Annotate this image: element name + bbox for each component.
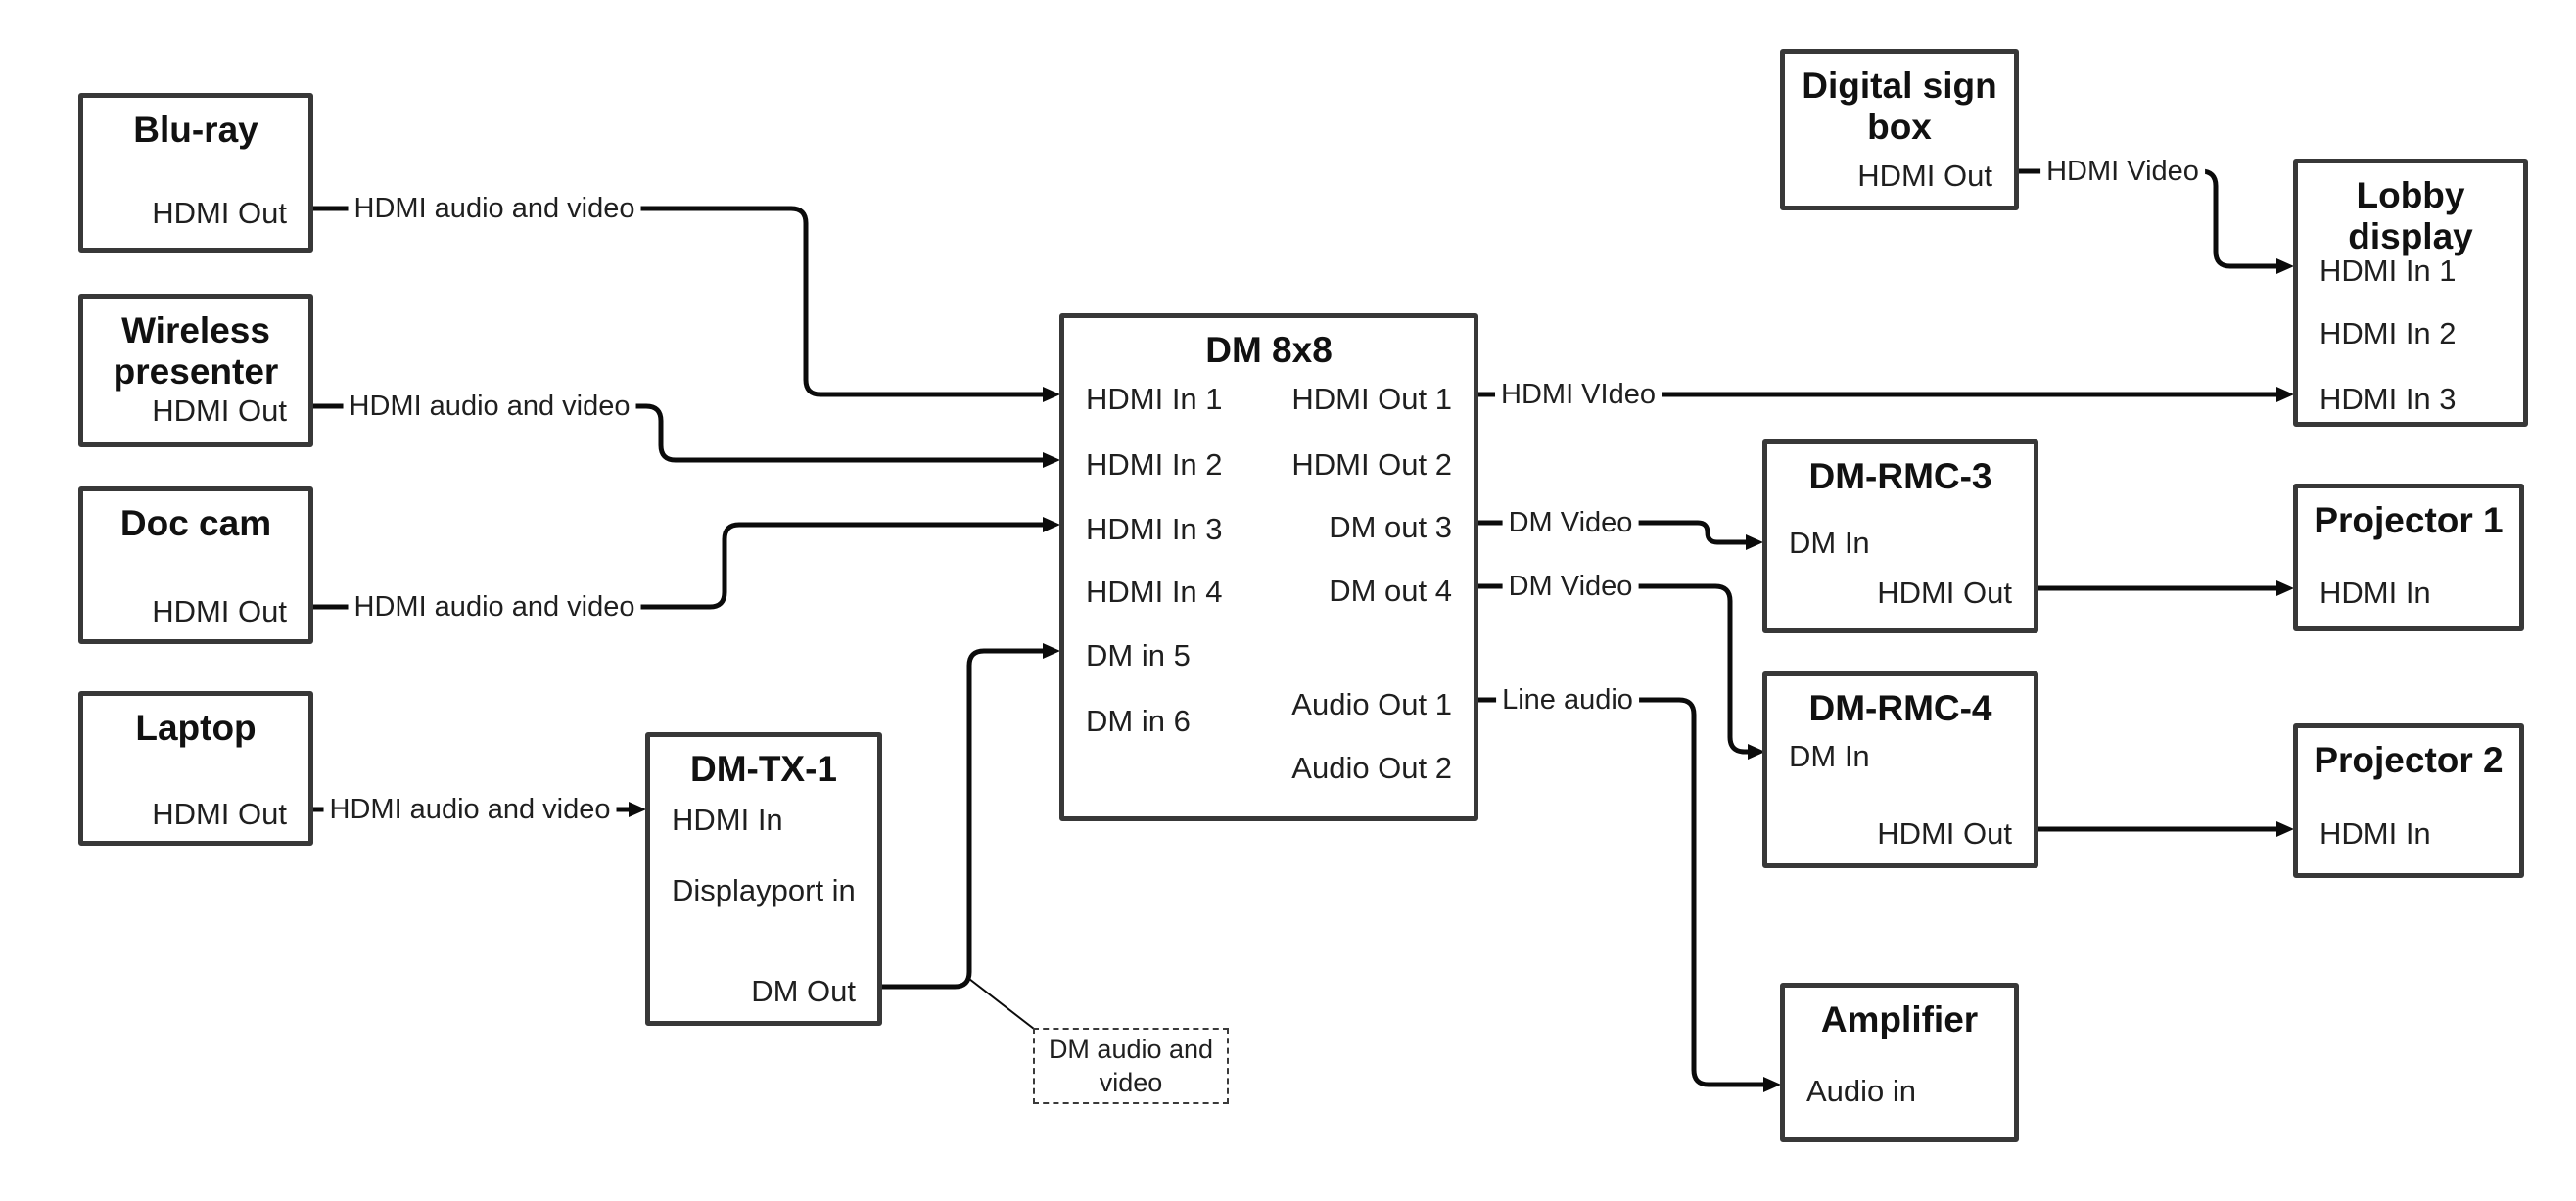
port-dm-rmc-3-hdmi-out: HDMI Out [1877,576,2012,610]
wire-label-hdmi-audio-and-video-2: HDMI audio and video [348,590,641,624]
node-title-laptop: Laptop [135,708,257,748]
node-projector-1[interactable]: Projector 1 HDMI In [2293,484,2524,631]
wire-label-line-audio-7: Line audio [1496,683,1639,716]
port-dm-tx-1-dm-out: DM Out [751,974,856,1008]
port-dm-8x8-hdmi-in-1: HDMI In 1 [1086,382,1223,416]
port-projector-2-hdmi-in: HDMI In [2319,816,2431,851]
edge-doc-cam-to-dm8x8-hdmi-in-3 [313,517,1060,610]
wire-label-hdmi-video-8: HDMI Video [2040,155,2205,188]
node-title-projector-1: Projector 1 [2314,500,2504,540]
port-dm-rmc-4-dm-in: DM In [1789,739,1870,773]
node-title-wireless-presenter: Wireless presenter [113,310,279,392]
node-title-dm-8x8: DM 8x8 [1205,330,1333,370]
wire-label-hdmi-audio-and-video-3: HDMI audio and video [323,793,617,826]
node-dm-rmc-4[interactable]: DM-RMC-4 DM In HDMI Out [1762,671,2038,868]
port-dm-tx-1-hdmi-in: HDMI In [672,803,783,837]
node-title-lobby-display: Lobby display [2348,175,2473,256]
port-dm-8x8-audio-out-2: Audio Out 2 [1291,751,1452,785]
node-title-projector-2: Projector 2 [2314,740,2504,780]
port-dm-8x8-hdmi-out-2: HDMI Out 2 [1291,447,1452,482]
port-lobby-display-hdmi-in-1: HDMI In 1 [2319,254,2457,288]
edge-dm-tx-1-to-dm8x8-dm-in-5 [882,643,1060,990]
port-dm-8x8-hdmi-in-3: HDMI In 3 [1086,512,1223,546]
node-title-dm-tx-1: DM-TX-1 [689,749,838,789]
port-dm-8x8-hdmi-in-2: HDMI In 2 [1086,447,1223,482]
port-dm-tx-1-displayport-in: Displayport in [672,873,856,907]
port-dm-rmc-3-dm-in: DM In [1789,526,1870,560]
port-doc-cam-hdmi-out: HDMI Out [152,594,287,628]
port-digital-sign-box-hdmi-out: HDMI Out [1857,159,1992,193]
node-title-doc-cam: Doc cam [119,503,272,543]
edge-wireless-to-dm8x8-hdmi-in-2 [313,403,1060,468]
node-projector-2[interactable]: Projector 2 HDMI In [2293,723,2524,878]
port-laptop-hdmi-out: HDMI Out [152,797,287,831]
port-dm-8x8-hdmi-out-1: HDMI Out 1 [1291,382,1452,416]
port-dm-8x8-hdmi-in-4: HDMI In 4 [1086,575,1223,609]
annotation-dm-audio-and-video: DM audio and video [1033,1028,1229,1104]
wire-label-dm-video-6: DM Video [1502,570,1639,603]
port-dm-8x8-dm-out-3: DM out 3 [1329,510,1452,544]
port-lobby-display-hdmi-in-3: HDMI In 3 [2319,382,2457,416]
node-title-amplifier: Amplifier [1820,999,1979,1039]
edge-digital-sign-to-lobby-hdmi-in-1 [2019,168,2294,274]
edge-dm8x8-audio-out-1-to-amplifier [1478,697,1781,1092]
port-projector-1-hdmi-in: HDMI In [2319,576,2431,610]
port-lobby-display-hdmi-in-2: HDMI In 2 [2319,316,2457,350]
edge-dm8x8-dm-out-3-to-dm-rmc-3 [1478,520,1763,550]
port-dm-8x8-dm-out-4: DM out 4 [1329,574,1452,608]
node-title-dm-rmc-3: DM-RMC-3 [1808,456,1992,496]
wire-label-dm-video-5: DM Video [1502,506,1639,539]
edge-dm8x8-dm-out-4-to-dm-rmc-4 [1478,583,1765,760]
port-dm-8x8-dm-in-6: DM in 6 [1086,704,1191,738]
edge-blu-ray-to-dm8x8-hdmi-in-1 [313,206,1060,402]
port-amplifier-audio-in: Audio in [1806,1074,1917,1108]
port-dm-8x8-audio-out-1: Audio Out 1 [1291,687,1452,721]
port-dm-rmc-4-hdmi-out: HDMI Out [1877,816,2012,851]
wire-label-hdmi-video-4: HDMI VIdeo [1495,378,1662,411]
node-title-dm-rmc-4: DM-RMC-4 [1808,688,1992,728]
port-dm-8x8-dm-in-5: DM in 5 [1086,638,1191,672]
port-blu-ray-hdmi-out: HDMI Out [152,196,287,230]
node-title-digital-sign-box: Digital sign box [1802,66,1997,147]
wire-label-hdmi-audio-and-video-0: HDMI audio and video [348,192,641,225]
wire-label-hdmi-audio-and-video-1: HDMI audio and video [343,390,636,423]
port-wireless-presenter-hdmi-out: HDMI Out [152,393,287,428]
edge-annotation-leader [968,978,1035,1030]
node-title-blu-ray: Blu-ray [133,110,258,150]
